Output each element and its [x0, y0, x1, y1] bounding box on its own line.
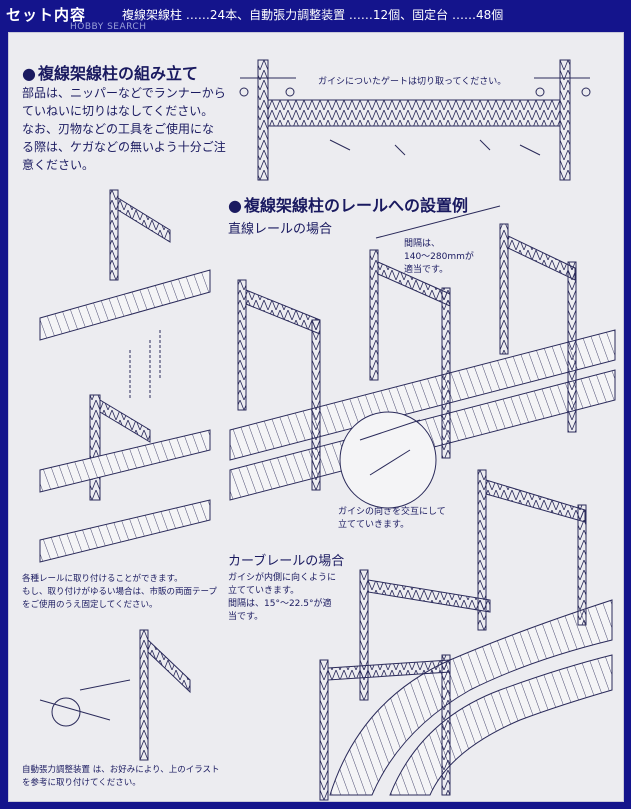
assembly-body-line: 意ください。	[22, 158, 95, 172]
mount-note-line: 各種レールに取り付けることができます。	[22, 574, 183, 584]
set-contents-badge: セット内容	[6, 6, 87, 24]
mount-note: 各種レールに取り付けることができます。 もし、取り付けがゆるい場合は、市販の両面…	[22, 573, 217, 612]
curve-rail-title: カーブレールの場合	[228, 554, 345, 569]
tension-note-line: を参考に取り付けてください。	[22, 778, 141, 788]
tension-note: 自動張力調整装置 は、お好みにより、上のイラスト を参考に取り付けてください。	[22, 764, 220, 790]
assembly-title: 複線架線柱の組み立て	[37, 64, 198, 83]
gate-diagram	[239, 59, 591, 181]
curve-note: ガイシが内側に向くように 立てていきます。 間隔は、15°～22.5°が適 当で…	[228, 572, 336, 624]
assembly-body: 部品は、ニッパーなどでランナーから ていねいに切りはなしてください。 なお、刃物…	[22, 84, 226, 174]
alternate-note: ガイシの向きを交互にして 立てていきます。	[338, 506, 446, 532]
alternate-note-line: ガイシの向きを交互にして	[338, 507, 446, 517]
spacing-note-line: 140～280mmが	[404, 252, 474, 262]
assembly-body-line: る際は、ケガなどの無いよう十分ご注	[22, 140, 226, 154]
spacing-note-line: 適当です。	[404, 265, 449, 275]
curve-note-line: 当です。	[228, 612, 264, 622]
install-title: 複線架線柱のレールへの設置例	[243, 196, 468, 215]
spacing-note-line: 間隔は、	[404, 239, 441, 249]
assembly-heading: ●複線架線柱の組み立て	[22, 60, 198, 84]
mount-note-line: をご使用のうえ固定してください。	[22, 600, 158, 610]
assembly-body-line: 部品は、ニッパーなどでランナーから	[22, 86, 226, 100]
set-contents-line: 複線架線柱 ……24本、自動張力調整装置 ……12個、固定台 ……48個	[122, 8, 504, 22]
bullet-dot-icon: ●	[22, 64, 36, 83]
install-heading: ●複線架線柱のレールへの設置例	[228, 192, 468, 216]
spacing-note: 間隔は、 140～280mmが 適当です。	[404, 238, 474, 277]
curve-note-line: 立てていきます。	[228, 586, 300, 596]
curve-install-diagram	[319, 469, 613, 801]
alternate-note-line: 立てていきます。	[338, 520, 410, 530]
curve-note-line: 間隔は、15°～22.5°が適	[228, 599, 332, 609]
straight-rail-title: 直線レールの場合	[228, 222, 333, 237]
assembly-diagram	[39, 189, 211, 761]
bullet-dot-icon: ●	[228, 196, 242, 215]
tension-note-line: 自動張力調整装置 は、お好みにより、上のイラスト	[22, 765, 220, 775]
curve-note-line: ガイシが内側に向くように	[228, 573, 337, 583]
mount-note-line: もし、取り付けがゆるい場合は、市販の両面テープ	[22, 587, 217, 597]
header-bar: セット内容 複線架線柱 ……24本、自動張力調整装置 ……12個、固定台 ……4…	[0, 0, 631, 30]
gate-note: ガイシについたゲートは切り取ってください。	[318, 77, 507, 87]
assembly-body-line: なお、刃物などの工具をご使用にな	[22, 122, 215, 136]
straight-install-diagram	[229, 205, 616, 509]
assembly-body-line: ていねいに切りはなしてください。	[22, 104, 214, 118]
watermark: HOBBY SEARCH	[70, 22, 147, 32]
